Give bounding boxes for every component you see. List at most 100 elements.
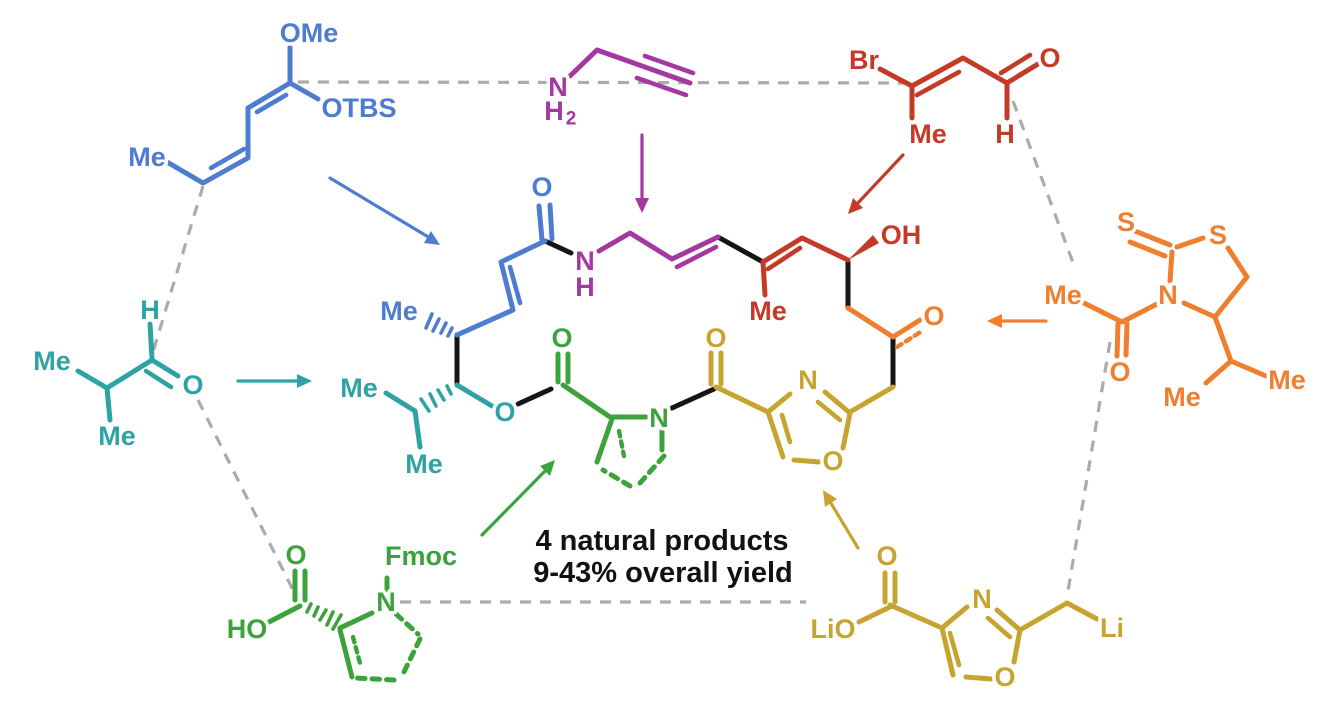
- blue-stereo-hash: [424, 312, 454, 338]
- orange-double-inner-dashed: [894, 328, 925, 350]
- fragment-isobutyraldehyde: H O Me Me: [30, 292, 207, 455]
- purple-double-inner: [674, 244, 719, 270]
- atom-label-ester-co: O: [551, 323, 572, 353]
- black-bonds: [454, 234, 896, 411]
- atom-label-me-ipr-bottom: Me: [405, 449, 443, 479]
- atom-label-acyl-o: O: [705, 323, 726, 353]
- bonds: [877, 55, 1041, 121]
- fragment-bromo-enal: Br O Me H: [845, 40, 1064, 153]
- atom-label-me-acyl: Me: [1044, 280, 1082, 310]
- double-bond-inner: [143, 368, 174, 390]
- bonds: [75, 321, 181, 423]
- arrow-shaft: [854, 153, 905, 207]
- red-bonds: [760, 235, 851, 298]
- orange-bonds: [845, 305, 923, 340]
- arrow-head: [297, 374, 312, 388]
- arrow-shaft: [328, 176, 432, 240]
- atom-label-n: N: [1158, 280, 1178, 310]
- atom-label-me: Me: [909, 119, 947, 149]
- atom-label-s-thione: S: [1117, 207, 1135, 237]
- blue-double-inner: [507, 264, 523, 306]
- atom-label-ester-o: O: [494, 397, 515, 427]
- atom-label-o-ring: O: [994, 662, 1015, 692]
- arrow-head: [987, 314, 1002, 328]
- atom-label-ome: OMe: [280, 18, 339, 48]
- atom-label-h: H: [544, 96, 564, 126]
- atom-label-o: O: [1109, 357, 1130, 387]
- disconnection-dash: [151, 80, 1112, 604]
- gold-arrow-icon: [823, 490, 860, 550]
- inner-dashed-double: [350, 634, 364, 670]
- atom-label-pyrroline-n: N: [649, 403, 669, 433]
- gold-bonds: [708, 350, 896, 465]
- orange-arrow-icon: [987, 314, 1048, 328]
- atom-label-amide-h: H: [575, 272, 595, 302]
- atom-label-n: N: [972, 584, 992, 614]
- triple-bond-lines: [634, 53, 696, 98]
- atom-label-me-top: Me: [33, 346, 71, 376]
- ring-dashed-bonds: [353, 611, 423, 683]
- atom-label-fmoc: Fmoc: [385, 541, 457, 571]
- disconnection-lines: [151, 80, 1112, 604]
- atom-label-h: H: [995, 119, 1015, 149]
- atom-label-o: O: [1039, 43, 1060, 73]
- double-bond-inner: [208, 92, 289, 171]
- atom-label-ho: HO: [227, 614, 268, 644]
- bonds: [1081, 228, 1269, 386]
- atom-label-me-left: Me: [1163, 382, 1201, 412]
- atom-label-oxazole-n: N: [798, 365, 818, 395]
- arrow-head: [823, 490, 837, 507]
- annotation-line2: 9-43% overall yield: [533, 557, 793, 589]
- atom-label-h: H: [140, 295, 160, 325]
- atom-label-o-top: O: [876, 541, 897, 571]
- stereo-hash-wedge: [305, 602, 343, 631]
- fragment-propargylamine: N H 2: [541, 47, 696, 133]
- atom-label-me-bottom: Me: [98, 421, 136, 451]
- bonds: [567, 47, 693, 86]
- atom-label-oh: OH: [881, 220, 922, 250]
- atom-label-n: N: [548, 72, 568, 102]
- purple-arrow-icon: [635, 133, 649, 213]
- atom-label-otbs: OTBS: [321, 93, 396, 123]
- fragment-thiazolidinethione: S S N Me O Me Me: [1041, 204, 1310, 416]
- atom-label-br: Br: [849, 45, 879, 75]
- green-inner-dashed: [616, 428, 627, 459]
- oh-stereo-wedge: [848, 235, 879, 260]
- fragment-dienol-ether: OMe OTBS Me: [125, 15, 400, 186]
- green-arrow-icon: [480, 460, 555, 537]
- atom-label-s-ring: S: [1209, 220, 1227, 250]
- blue-bonds: [454, 202, 555, 338]
- atom-label-oxazole-o: O: [822, 446, 843, 476]
- red-double-inner: [765, 245, 803, 272]
- atom-label-ketone-o: O: [923, 301, 944, 331]
- atom-label-amide-o: O: [531, 172, 552, 202]
- teal-stereo-hash: [419, 384, 453, 413]
- arrow-head: [540, 460, 555, 476]
- double-bond-inner: [947, 615, 1013, 668]
- bonds: [164, 44, 321, 186]
- red-arrow-icon: [848, 153, 905, 214]
- atom-label-me-ipr-left: Me: [340, 373, 378, 403]
- atom-label-me: Me: [128, 142, 166, 172]
- atom-label-li: Li: [1100, 613, 1124, 643]
- atom-label-me-red: Me: [749, 296, 787, 326]
- arrow-shaft: [480, 467, 549, 537]
- annotation-line1: 4 natural products: [536, 525, 789, 557]
- annotation: 4 natural products 9-43% overall yield: [533, 525, 793, 589]
- blue-arrow-icon: [328, 176, 440, 245]
- double-bond-inner: [914, 52, 1033, 98]
- atom-label-o: O: [182, 370, 203, 400]
- arrow-shaft: [827, 498, 860, 550]
- atom-label-n: N: [376, 587, 396, 617]
- atom-label-o: O: [285, 540, 306, 570]
- atom-label-lio: LiO: [811, 614, 856, 644]
- gold-double-inner: [779, 399, 843, 445]
- central-product-structure: O Me N H Me OH O O Me Me O N O N O: [337, 169, 948, 489]
- atom-label-amide-n: N: [575, 246, 595, 276]
- arrow-head: [424, 231, 440, 245]
- bonds: [266, 568, 390, 680]
- arrow-head: [635, 198, 649, 213]
- atom-label-me-right: Me: [1268, 365, 1306, 395]
